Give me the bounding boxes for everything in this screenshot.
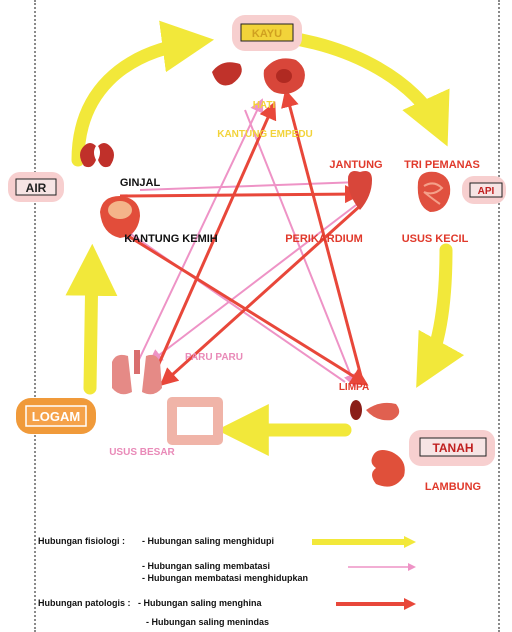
label-hati: HATI (253, 100, 276, 111)
spleen-icon (350, 400, 362, 420)
red-arrow-ginjal-to-jantung (120, 194, 360, 196)
label-limpa: LIMPA (339, 382, 369, 393)
element-tanah-label: TANAH (432, 441, 473, 455)
legend-fisiologi-title: Hubungan fisiologi : (38, 536, 125, 546)
element-logam: LOGAM (16, 398, 96, 434)
label-usus-besar: USUS BESAR (109, 447, 175, 458)
element-kayu-label: KAYU (252, 28, 282, 40)
label-paru-paru: PARU PARU (185, 352, 243, 363)
legend-membatasi-menghidupkan-text: - Hubungan membatasi menghidupkan (142, 573, 308, 583)
legend-saling-menghina-text: - Hubungan saling menghina (138, 598, 262, 608)
element-api: API (462, 176, 506, 204)
legend-saling-menindas: - Hubungan saling menindas (146, 617, 269, 627)
legend-saling-menghina: - Hubungan saling menghina (138, 598, 262, 608)
legend-saling-membatasi-text: - Hubungan saling membatasi (142, 561, 270, 571)
legend-saling-menghidupi-text: - Hubungan saling menghidupi (142, 536, 274, 546)
label-kantung-empedu: KANTUNG EMPEDU (217, 129, 313, 140)
element-air-label: AIR (26, 181, 47, 195)
label-tri-pemanas: TRI PEMANAS (404, 159, 480, 171)
element-logam-label: LOGAM (32, 409, 80, 424)
lung-icon (112, 350, 162, 394)
bladder-icon (100, 196, 140, 238)
label-kantung-kemih: KANTUNG KEMIH (124, 233, 218, 245)
legend-saling-membatasi: - Hubungan saling membatasi (142, 561, 270, 571)
arrow-air-to-kayu (78, 42, 196, 160)
legend-saling-menindas-text: - Hubungan saling menindas (146, 617, 269, 627)
label-ginjal: GINJAL (120, 177, 161, 189)
legend-arrows (312, 536, 416, 610)
legend-fisiologi-title-text: Hubungan fisiologi : (38, 536, 125, 546)
legend-saling-menghidupi: - Hubungan saling menghidupi (142, 536, 274, 546)
element-tanah: TANAH (409, 430, 495, 466)
label-jantung: JANTUNG (329, 159, 382, 171)
liver-icon (212, 62, 242, 85)
arrow-logam-to-air (90, 262, 92, 388)
pink-arrow-jantung-to-paru (150, 202, 360, 362)
heart-icon (348, 171, 372, 210)
stomach-icon (372, 450, 405, 487)
element-kayu: KAYU (232, 15, 302, 51)
small-intestine-icon (418, 172, 450, 212)
legend-patologis-title: Hubungan patologis : (38, 598, 131, 608)
gallbladder-icon (264, 58, 305, 94)
label-lambung: LAMBUNG (425, 481, 481, 493)
large-intestine-icon (172, 402, 218, 440)
legend-membatasi-menghidupkan: - Hubungan membatasi menghidupkan (142, 573, 308, 583)
pink-arrow-ginjal-to-jantung (140, 182, 360, 190)
legend-patologis-title-text: Hubungan patologis : (38, 598, 131, 608)
element-api-label: API (478, 186, 495, 197)
pancreas-icon (366, 403, 399, 420)
kidney-icon (80, 143, 114, 167)
label-perikardium: PERIKARDIUM (285, 233, 363, 245)
arrow-api-to-tanah (425, 250, 446, 372)
element-air: AIR (8, 172, 64, 202)
label-usus-kecil: USUS KECIL (402, 233, 469, 245)
